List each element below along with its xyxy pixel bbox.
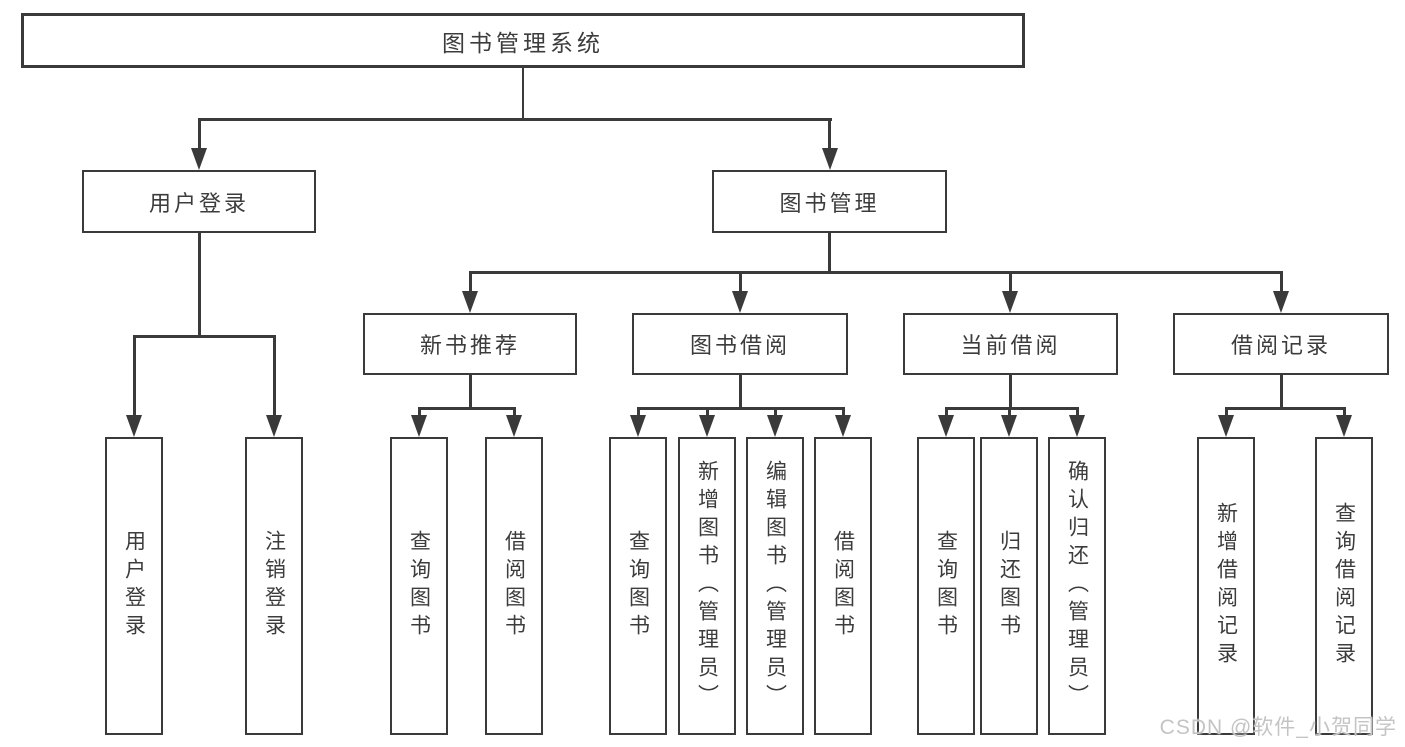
node-leaf-return-books-label: 归还图书 <box>997 530 1021 642</box>
connector-line <box>637 407 640 419</box>
arrowhead-icon <box>1218 415 1234 437</box>
arrowhead-icon <box>506 415 522 437</box>
node-borrowing-records-label: 借阅记录 <box>1230 333 1331 358</box>
node-leaf-add-book-admin-label: 新增图书（管理员） <box>695 460 719 712</box>
connector-line <box>513 407 516 419</box>
connector-line <box>198 118 201 150</box>
connector-line <box>739 271 742 295</box>
arrowhead-icon <box>630 415 646 437</box>
arrowhead-icon <box>1336 415 1352 437</box>
node-user-login-label: 用户登录 <box>148 190 249 216</box>
arrowhead-icon <box>462 291 478 313</box>
node-leaf-borrow-books-1: 借阅图书 <box>485 437 543 735</box>
node-leaf-query-books-2-label: 查询图书 <box>626 530 650 642</box>
arrowhead-icon <box>411 415 427 437</box>
connector-line <box>521 68 524 118</box>
connector-line <box>133 335 136 417</box>
node-leaf-logout: 注销登录 <box>245 437 303 735</box>
node-leaf-query-borrow-record: 查询借阅记录 <box>1315 437 1373 735</box>
node-new-book-recommend-label: 新书推荐 <box>419 333 520 358</box>
node-leaf-confirm-return-admin: 确认归还（管理员） <box>1048 437 1106 735</box>
node-leaf-borrow-books-2: 借阅图书 <box>814 437 872 735</box>
node-new-book-recommend: 新书推荐 <box>363 313 577 375</box>
arrowhead-icon <box>835 415 851 437</box>
connector-line <box>828 233 831 273</box>
arrowhead-icon <box>266 415 282 437</box>
node-leaf-edit-book-admin-label: 编辑图书（管理员） <box>763 460 787 712</box>
connector-line <box>1225 407 1228 419</box>
connector-line <box>418 407 421 419</box>
node-book-management-label: 图书管理 <box>779 190 880 216</box>
node-leaf-borrow-books-1-label: 借阅图书 <box>502 530 526 642</box>
node-leaf-user-login: 用户登录 <box>105 437 163 735</box>
connector-line <box>945 407 1079 410</box>
connector-line <box>637 407 845 410</box>
connector-line <box>1280 375 1283 409</box>
node-library-system-label: 图书管理系统 <box>442 29 604 56</box>
node-library-system: 图书管理系统 <box>21 13 1025 68</box>
node-leaf-query-books-3-label: 查询图书 <box>934 530 958 642</box>
connector-line <box>469 271 472 295</box>
node-leaf-add-book-admin: 新增图书（管理员） <box>678 437 736 735</box>
node-user-login: 用户登录 <box>82 170 316 233</box>
arrowhead-icon <box>1273 291 1289 313</box>
node-leaf-return-books: 归还图书 <box>980 437 1038 735</box>
arrowhead-icon <box>732 291 748 313</box>
node-leaf-edit-book-admin: 编辑图书（管理员） <box>746 437 804 735</box>
node-borrowing-records: 借阅记录 <box>1173 313 1389 375</box>
connector-line <box>197 118 832 121</box>
connector-line <box>133 335 275 338</box>
connector-line <box>945 407 948 419</box>
node-current-borrowing: 当前借阅 <box>903 313 1118 375</box>
arrowhead-icon <box>1069 415 1085 437</box>
connector-line <box>774 407 777 419</box>
arrowhead-icon <box>126 415 142 437</box>
connector-line <box>828 118 831 150</box>
arrowhead-icon <box>821 148 838 170</box>
node-leaf-query-borrow-record-label: 查询借阅记录 <box>1332 502 1356 670</box>
arrowhead-icon <box>191 148 207 170</box>
node-leaf-query-books-1-label: 查询图书 <box>407 530 431 642</box>
connector-line <box>1280 271 1283 295</box>
node-current-borrowing-label: 当前借阅 <box>960 333 1061 358</box>
connector-line <box>418 407 516 410</box>
arrowhead-icon <box>699 415 715 437</box>
node-leaf-logout-label: 注销登录 <box>262 530 286 642</box>
node-book-management: 图书管理 <box>712 170 947 233</box>
node-leaf-add-borrow-record: 新增借阅记录 <box>1197 437 1255 735</box>
connector-line <box>706 407 709 419</box>
arrowhead-icon <box>1002 291 1018 313</box>
node-book-borrowing-label: 图书借阅 <box>689 333 790 358</box>
connector-line <box>1009 271 1012 295</box>
arrowhead-icon <box>1001 415 1017 437</box>
node-leaf-user-login-label: 用户登录 <box>122 530 146 642</box>
node-leaf-query-books-1: 查询图书 <box>390 437 448 735</box>
connector-line <box>739 375 742 409</box>
connector-line <box>469 271 1282 274</box>
connector-line <box>1008 407 1011 419</box>
node-book-borrowing: 图书借阅 <box>632 313 848 375</box>
connector-line <box>1225 407 1345 410</box>
node-leaf-borrow-books-2-label: 借阅图书 <box>831 530 855 642</box>
connector-line <box>1343 407 1346 419</box>
watermark: CSDN @软件_小贺同学 <box>1159 716 1397 739</box>
node-leaf-query-books-3: 查询图书 <box>917 437 975 735</box>
arrowhead-icon <box>938 415 954 437</box>
connector-line <box>1009 375 1012 409</box>
node-leaf-query-books-2: 查询图书 <box>609 437 667 735</box>
node-leaf-add-borrow-record-label: 新增借阅记录 <box>1214 502 1238 670</box>
connector-line <box>273 335 276 417</box>
connector-line <box>842 407 845 419</box>
connector-line <box>198 233 201 337</box>
connector-line <box>1076 407 1079 419</box>
connector-line <box>469 375 472 409</box>
node-leaf-confirm-return-admin-label: 确认归还（管理员） <box>1065 460 1089 712</box>
arrowhead-icon <box>767 415 783 437</box>
